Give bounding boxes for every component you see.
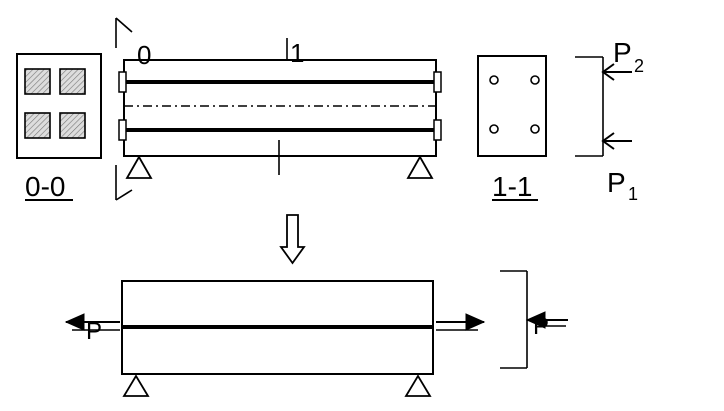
section-0-0-view bbox=[16, 53, 102, 201]
section-cut-marker-1 bbox=[278, 38, 288, 175]
section-0-0-outline bbox=[16, 53, 102, 159]
tendon-point bbox=[530, 75, 540, 85]
tendon-duct-hatched bbox=[59, 112, 86, 139]
force-p1-label: P bbox=[607, 167, 626, 198]
bottom-beam-elevation bbox=[64, 280, 486, 397]
arrow-head-icon bbox=[525, 311, 546, 329]
arrow-head-icon bbox=[465, 313, 486, 331]
section-0-label: 0 bbox=[137, 40, 151, 70]
force-p-right-label: P bbox=[533, 313, 549, 340]
arrow-head-icon bbox=[64, 313, 85, 331]
tendon-point bbox=[489, 124, 499, 134]
section-1-1-view bbox=[477, 55, 547, 201]
triangle-support-icon bbox=[406, 155, 434, 179]
section-0-0-caption: 0-0 bbox=[25, 171, 65, 202]
tendon-duct-hatched bbox=[59, 68, 86, 95]
force-p2-label: P bbox=[613, 37, 632, 68]
beam-outline bbox=[123, 59, 437, 157]
tendon-point bbox=[489, 75, 499, 85]
section-cut-marker-0 bbox=[115, 17, 133, 201]
anchor-plate bbox=[118, 71, 127, 93]
tendon-duct-hatched bbox=[24, 112, 51, 139]
arrow-head-icon bbox=[601, 63, 615, 81]
tendon-duct-hatched bbox=[24, 68, 51, 95]
force-p1-subscript: 1 bbox=[628, 184, 638, 204]
top-beam-elevation bbox=[118, 59, 442, 179]
arrow-head-icon bbox=[601, 132, 615, 150]
down-arrow-icon bbox=[279, 214, 306, 265]
triangle-support-icon bbox=[122, 374, 150, 397]
anchor-plate bbox=[433, 71, 442, 93]
anchor-plate bbox=[433, 119, 442, 141]
section-1-1-caption: 1-1 bbox=[492, 171, 532, 202]
force-diagram-p bbox=[500, 270, 568, 369]
force-p2-subscript: 2 bbox=[634, 56, 644, 76]
triangle-support-icon bbox=[125, 155, 153, 179]
triangle-support-icon bbox=[404, 374, 432, 397]
section-1-label: 1 bbox=[290, 38, 304, 68]
force-p-left-label: P bbox=[86, 318, 102, 345]
tendon-point bbox=[530, 124, 540, 134]
section-1-1-outline bbox=[477, 55, 547, 157]
anchor-plate bbox=[118, 119, 127, 141]
force-diagram-p1-p2 bbox=[575, 56, 632, 157]
